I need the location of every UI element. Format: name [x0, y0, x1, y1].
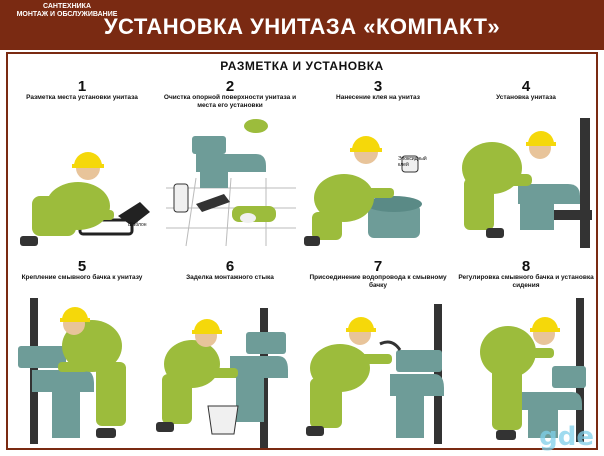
adjustment-illustration — [480, 298, 586, 442]
water-connection-illustration — [306, 304, 444, 444]
cleaning-illustration — [166, 119, 296, 247]
step-3: 3 Нанесение клея на унитаз Эпоксидный кл… — [304, 78, 452, 262]
step-7: 7 Присоединение водопровода к смывному б… — [304, 258, 452, 444]
step-number: 3 — [373, 78, 383, 95]
step-caption: Регулировка смывного бачка и установка с… — [458, 274, 594, 289]
step-number: 5 — [77, 258, 87, 275]
step-number: 2 — [225, 78, 235, 95]
step-caption: Очистка опорной поверхности унитаза и ме… — [163, 94, 297, 109]
step-6: 6 Заделка монтажного стыка — [156, 258, 304, 448]
subtitle-line-2: МОНТАЖ И ОБСЛУЖИВАНИЕ — [16, 11, 118, 18]
glue-label: Эпоксидный клей — [398, 156, 427, 168]
header-banner: САНТЕХНИКА МОНТАЖ И ОБСЛУЖИВАНИЕ УСТАНОВ… — [0, 0, 604, 50]
step-number: 8 — [521, 258, 531, 275]
section-title: РАЗМЕТКА И УСТАНОВКА — [220, 59, 384, 73]
sealing-illustration — [156, 308, 288, 448]
worker-marking-illustration — [20, 152, 150, 246]
template-label: Шаблон — [128, 222, 147, 228]
step-2: 2 Очистка опорной поверхности унитаза и … — [156, 78, 304, 262]
step-number: 6 — [225, 258, 235, 275]
step-caption: Крепление смывного бачка к унитазу — [21, 274, 143, 281]
step-caption: Установка унитаза — [496, 94, 556, 101]
tank-fixing-illustration — [18, 298, 126, 444]
step-5: 5 Крепление смывного бачка к унитазу — [8, 258, 156, 444]
page-title: УСТАНОВКА УНИТАЗА «КОМПАКТ» — [103, 14, 501, 39]
watermark: gde — [539, 422, 594, 452]
step-number: 1 — [77, 78, 87, 95]
step-4: 4 Установка унитаза — [452, 78, 600, 262]
glue-illustration — [304, 136, 422, 246]
step-number: 4 — [521, 78, 531, 95]
header-subtitle: САНТЕХНИКА МОНТАЖ И ОБСЛУЖИВАНИЕ — [8, 3, 126, 19]
install-toilet-illustration — [462, 118, 592, 248]
step-caption: Разметка места установки унитаза — [26, 94, 138, 101]
step-number: 7 — [373, 258, 383, 275]
step-1: 1 Разметка места установки унитаза Шабло… — [8, 78, 156, 262]
subtitle-line-1: САНТЕХНИКА — [42, 3, 92, 10]
step-caption: Присоединение водопровода к смывному бач… — [309, 274, 447, 289]
step-8: 8 Регулировка смывного бачка и установка… — [452, 258, 600, 442]
step-caption: Нанесение клея на унитаз — [336, 94, 420, 101]
step-caption: Заделка монтажного стыка — [186, 274, 274, 281]
